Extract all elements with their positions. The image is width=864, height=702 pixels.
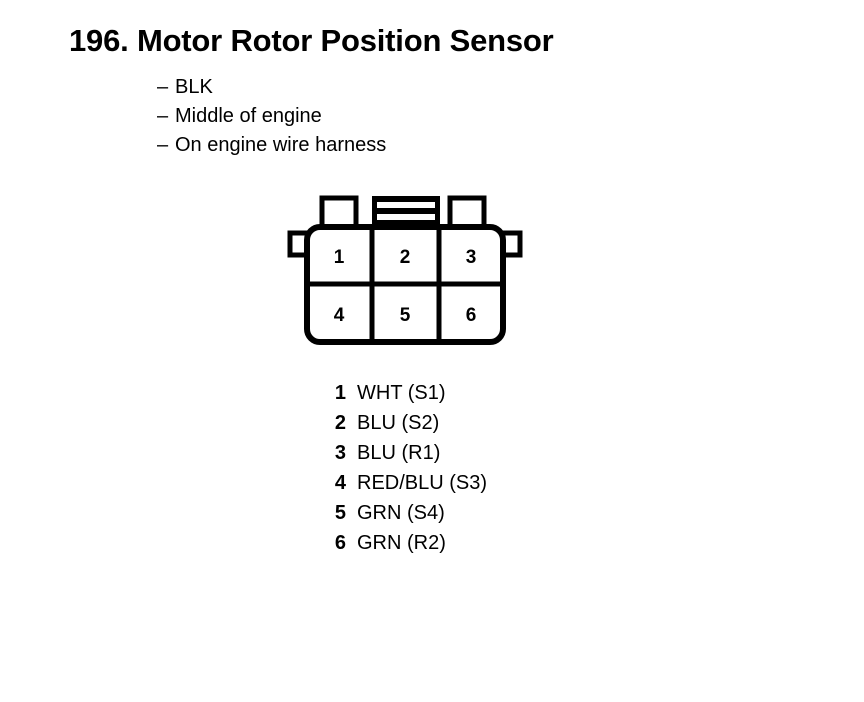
alignment-ear-left-icon — [287, 230, 307, 258]
pin-cavity-6: 6 — [466, 305, 477, 326]
page-title: 196. Motor Rotor Position Sensor — [69, 23, 554, 58]
pin-cavity-2: 2 — [400, 247, 411, 268]
list-item: 1 WHT (S1) — [326, 378, 487, 408]
list-item: 5 GRN (S4) — [326, 498, 487, 528]
list-item: –Middle of engine — [157, 102, 386, 131]
legend-wire-label: WHT (S1) — [357, 382, 446, 404]
legend-pin-number: 5 — [334, 502, 346, 524]
legend-pin-number: 3 — [334, 442, 346, 464]
list-item: 3 BLU (R1) — [326, 438, 487, 468]
list-item: 4 RED/BLU (S3) — [326, 468, 487, 498]
connector-svg: 1 2 3 4 5 6 — [287, 195, 523, 345]
legend-wire-label: RED/BLU (S3) — [357, 472, 488, 494]
legend-wire-label: GRN (R2) — [357, 532, 446, 554]
legend-pin-number: 1 — [334, 382, 346, 404]
list-item: 2 BLU (S2) — [326, 408, 487, 438]
connector-body — [304, 224, 506, 345]
list-item-label: On engine wire harness — [175, 134, 387, 156]
dash-bullet: – — [157, 134, 169, 156]
pin-legend: 1 WHT (S1) 2 BLU (S2) 3 BLU (R1) 4 RED/BLU (… — [326, 378, 487, 558]
legend-pin-number: 6 — [334, 532, 346, 554]
pin-cavity-3: 3 — [466, 247, 477, 268]
connector-diagram: 1 2 3 4 5 6 — [283, 193, 528, 348]
alignment-ear-right-icon — [502, 230, 523, 258]
pin-cavity-4: 4 — [334, 305, 345, 326]
list-item-label: Middle of engine — [175, 105, 322, 127]
pin-cavity-5: 5 — [400, 305, 411, 326]
list-item-label: BLK — [175, 76, 213, 98]
legend-wire-label: GRN (S4) — [357, 502, 445, 524]
dash-bullet: – — [157, 76, 169, 98]
list-item: –BLK — [157, 73, 386, 102]
list-item: –On engine wire harness — [157, 131, 386, 160]
legend-wire-label: BLU (S2) — [357, 412, 440, 434]
legend-pin-number: 2 — [334, 412, 346, 434]
list-item: 6 GRN (R2) — [326, 528, 487, 558]
connector-attribute-list: –BLK –Middle of engine –On engine wire h… — [157, 73, 386, 160]
pin-cavity-1: 1 — [334, 247, 345, 268]
legend-pin-number: 4 — [334, 472, 346, 494]
legend-wire-label: BLU (R1) — [357, 442, 441, 464]
dash-bullet: – — [157, 105, 169, 127]
